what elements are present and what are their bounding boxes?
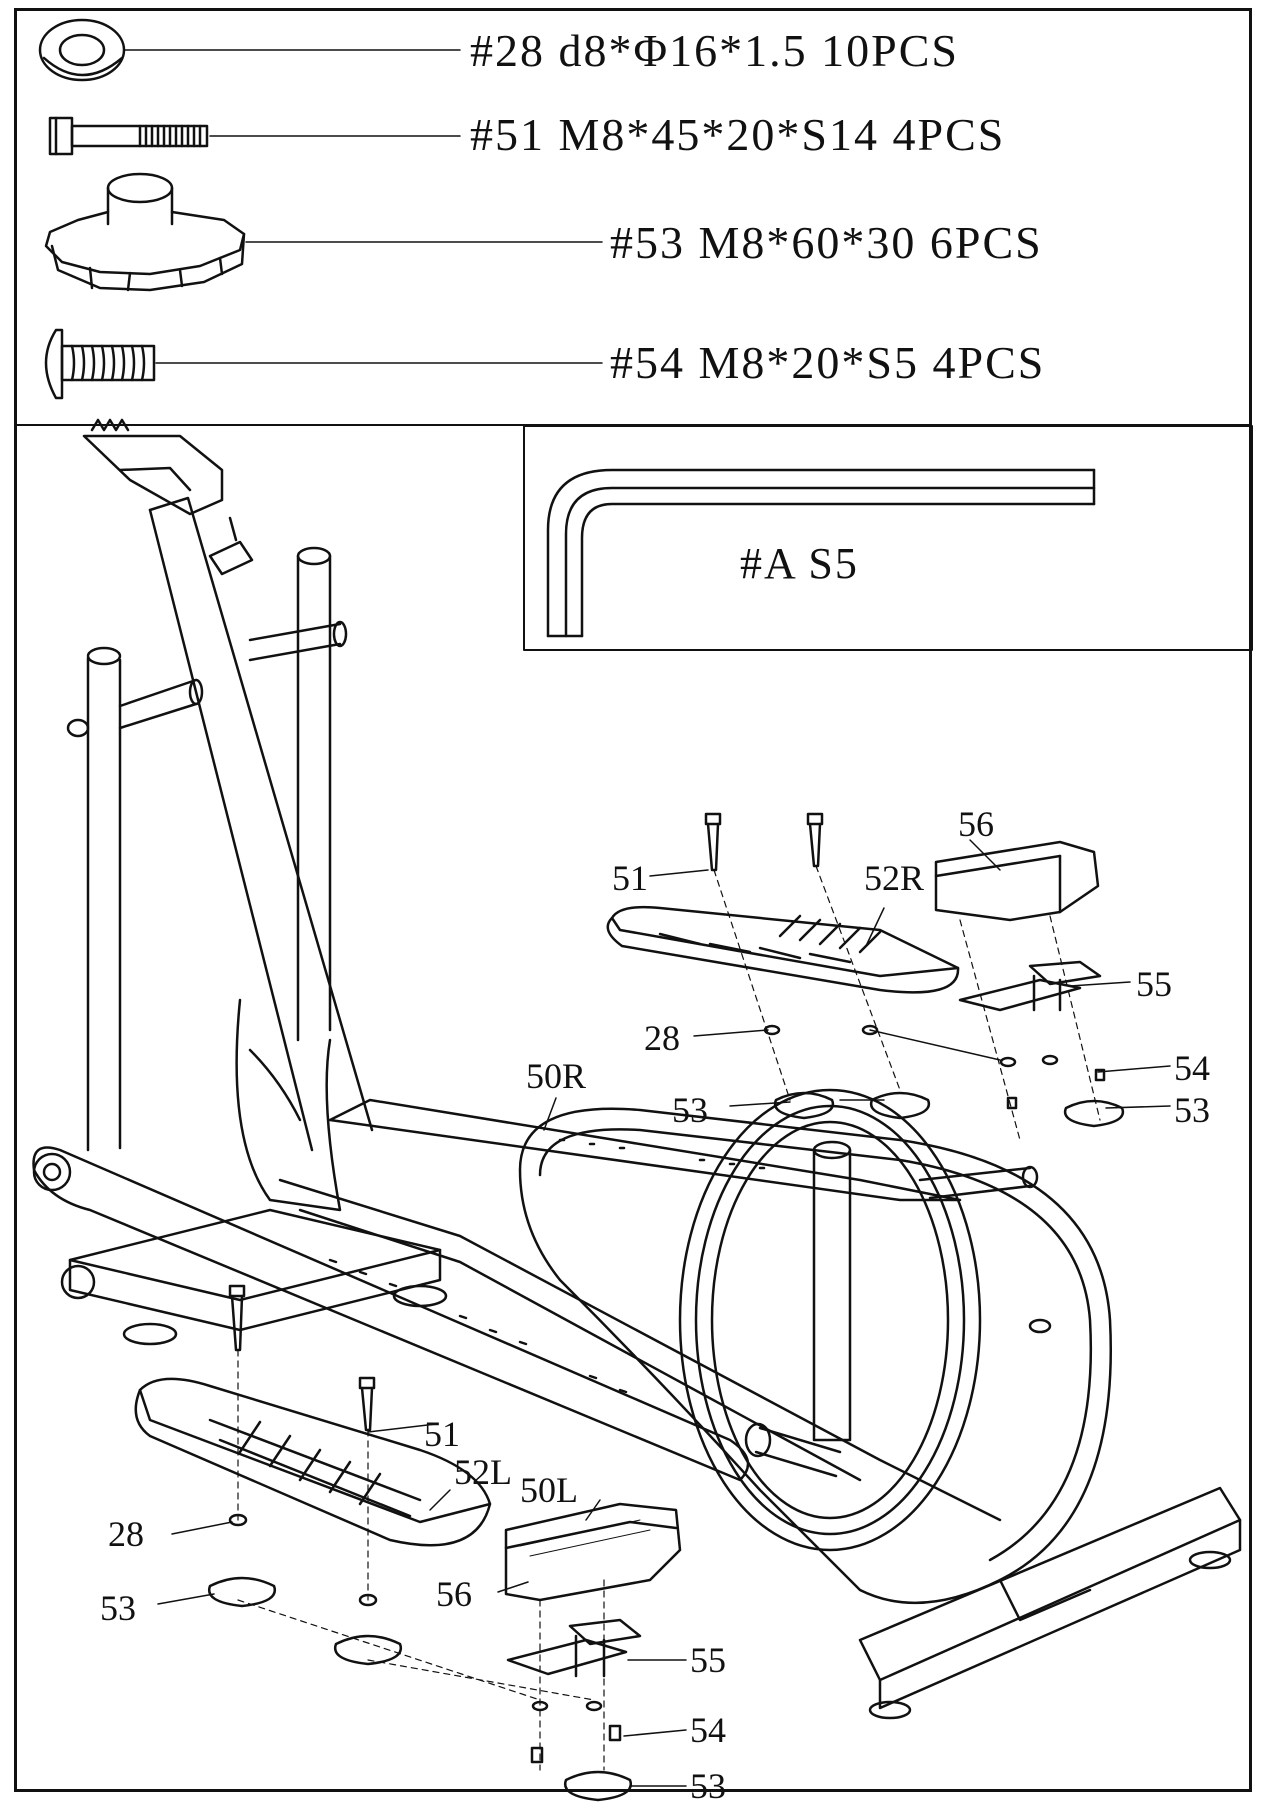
callout-53l-a: 53 [100, 1588, 136, 1628]
callout-54l: 54 [690, 1710, 726, 1750]
callout-50l: 50L [520, 1470, 578, 1510]
part-label-28: #28 d8*Φ16*1.5 10PCS [470, 25, 959, 76]
callout-51r: 51 [612, 858, 648, 898]
part-label-54: #54 M8*20*S5 4PCS [610, 337, 1046, 388]
right-pedal-assembly [606, 812, 1125, 1141]
callout-55r: 55 [1136, 964, 1172, 1004]
callout-52r: 52R [864, 858, 924, 898]
callout-54r: 54 [1174, 1048, 1210, 1088]
callout-53r-b: 53 [1174, 1090, 1210, 1130]
part-label-51: #51 M8*45*20*S14 4PCS [470, 109, 1006, 160]
callout-50r: 50R [526, 1056, 586, 1096]
left-pedal-assembly [134, 1284, 682, 1802]
callout-56l: 56 [436, 1574, 472, 1614]
diagram-frame [14, 8, 1252, 1792]
callout-28r: 28 [644, 1018, 680, 1058]
callout-56r: 56 [958, 804, 994, 844]
washer-icon [38, 18, 126, 82]
bolt-icon [48, 116, 209, 156]
callout-53r-a: 53 [672, 1090, 708, 1130]
button-screw-icon [44, 328, 156, 400]
callout-28l: 28 [108, 1514, 144, 1554]
tool-label: #A S5 [740, 539, 859, 588]
part-label-53: #53 M8*60*30 6PCS [610, 217, 1043, 268]
elliptical-frame [32, 418, 1242, 1720]
callout-53l-b: 53 [690, 1766, 726, 1804]
knob-icon [44, 172, 246, 292]
allen-key-icon [546, 468, 1096, 638]
tool-box [523, 425, 1253, 651]
callout-labels: 51 52R 56 55 28 54 53 53 50R 51 52L 50L … [100, 804, 1210, 1804]
callout-51l: 51 [424, 1414, 460, 1454]
callout-leaders [157, 839, 1171, 1787]
callout-55l: 55 [690, 1640, 726, 1680]
callout-52l: 52L [454, 1452, 512, 1492]
